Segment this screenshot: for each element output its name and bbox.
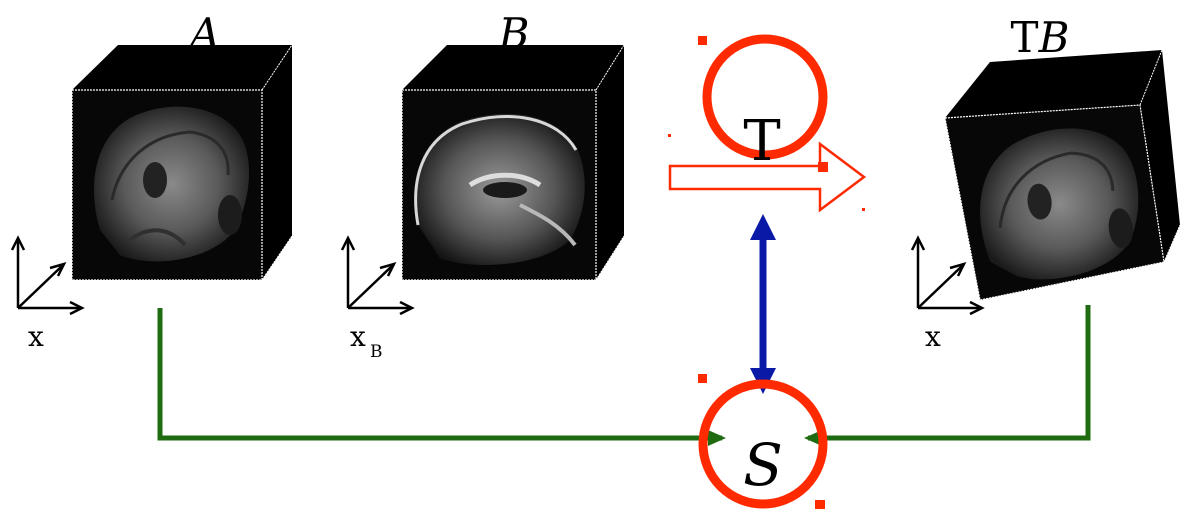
brain-mri-cube-icon bbox=[401, 44, 625, 281]
volume-tb-label-prefix: T bbox=[1011, 13, 1039, 62]
selection-handle bbox=[698, 374, 707, 383]
brain-mri-cube-icon bbox=[71, 44, 293, 281]
volume-b: B bbox=[401, 9, 625, 281]
axis-tb-label: x bbox=[925, 320, 941, 353]
axes-a-icon bbox=[10, 235, 85, 316]
axis-a-label: x bbox=[28, 320, 44, 353]
axis-b-subscript: B bbox=[370, 342, 383, 362]
transform: T bbox=[668, 34, 867, 213]
selection-handle bbox=[698, 36, 707, 45]
volume-a: A bbox=[71, 9, 293, 281]
selection-handle bbox=[668, 134, 671, 137]
volume-tb-label-suffix: B bbox=[1038, 13, 1070, 62]
axes-tb-icon bbox=[910, 235, 985, 316]
volume-tb-label: TB bbox=[1011, 13, 1070, 62]
volume-tb: TB bbox=[944, 13, 1181, 301]
axes-b-icon bbox=[340, 235, 415, 316]
selection-handle bbox=[818, 162, 828, 172]
connector-tb-to-similarity bbox=[804, 305, 1091, 446]
similarity-label: S bbox=[743, 431, 783, 499]
rotated-brain-mri-cube-icon bbox=[944, 49, 1181, 301]
transform-label: T bbox=[743, 109, 780, 174]
transform-similarity-link bbox=[750, 214, 776, 394]
connector-a-to-similarity bbox=[157, 308, 726, 446]
similarity: S bbox=[698, 374, 828, 509]
similarity-highlight-circle bbox=[698, 379, 828, 509]
axis-b-label: x bbox=[350, 320, 366, 353]
transform-highlight-circle bbox=[702, 34, 828, 160]
selection-handle bbox=[862, 208, 865, 211]
selection-handle bbox=[815, 500, 825, 509]
